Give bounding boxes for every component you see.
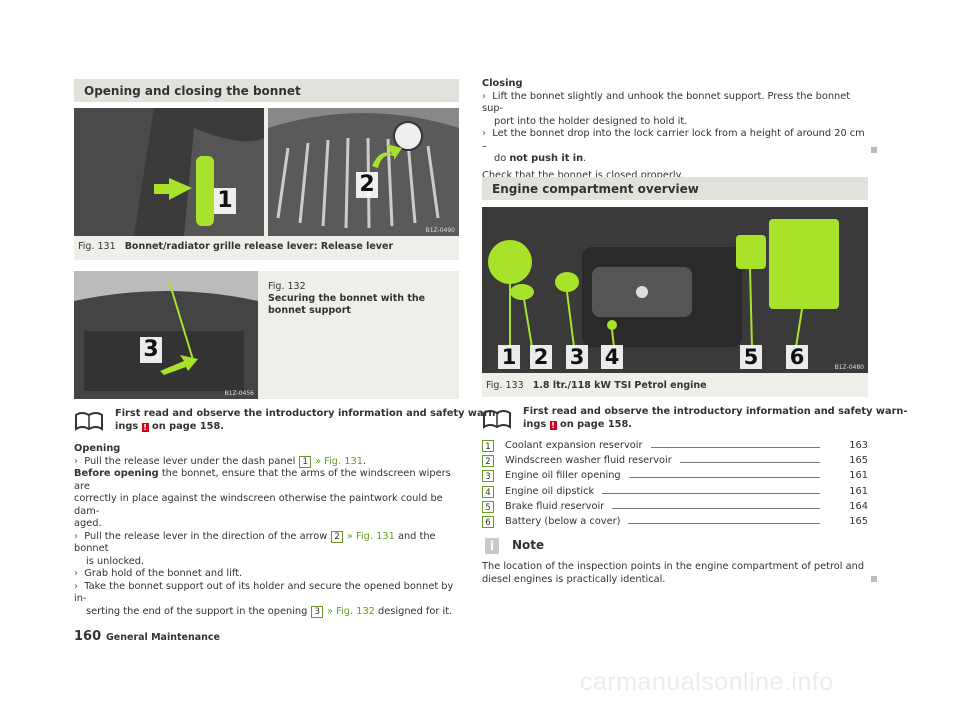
- opening-heading: Opening: [74, 443, 121, 454]
- list-item-number: 1: [482, 440, 494, 452]
- leader-line: [629, 477, 820, 479]
- list-item-label: Engine oil filler opening: [505, 470, 621, 482]
- watermark: carmanualsonline.info: [580, 668, 834, 696]
- figure-code: B1Z-0490: [425, 227, 455, 234]
- opening-step-2: › Pull the release lever in the directio…: [74, 530, 436, 554]
- list-item-label: Engine oil dipstick: [505, 485, 595, 497]
- opening-step-3: › Grab hold of the bonnet and lift.: [74, 568, 243, 579]
- list-item-label: Brake fluid reservoir: [505, 500, 605, 512]
- callout-engine-2: 2: [530, 345, 552, 369]
- leader-line: [680, 462, 820, 464]
- figure-code: B1Z-0480: [834, 364, 864, 371]
- list-item: 1 Coolant expansion reservoir 163: [482, 440, 868, 454]
- list-item-number: 3: [482, 470, 494, 483]
- list-item-label: Windscreen washer fluid reservoir: [505, 455, 672, 467]
- section-title-bonnet: Opening and closing the bonnet: [74, 79, 459, 102]
- list-item-page[interactable]: 161: [849, 485, 868, 497]
- book-icon: [483, 410, 511, 429]
- callout-3: 3: [140, 337, 162, 363]
- figure-code: B1Z-0456: [224, 390, 254, 397]
- opening-section: Opening › Pull the release lever under t…: [74, 443, 464, 618]
- opening-step-1: › Pull the release lever under the dash …: [74, 455, 367, 468]
- list-item-number: 5: [482, 500, 494, 513]
- list-item-page[interactable]: 161: [849, 470, 868, 482]
- page-number: 160: [74, 629, 102, 644]
- list-item-label: Coolant expansion reservoir: [505, 440, 643, 451]
- warning-icon: !: [549, 420, 557, 430]
- list-item-page[interactable]: 163: [849, 440, 868, 451]
- photo-radiator-grille: 2 B1Z-0490: [268, 108, 459, 236]
- callout-2: 2: [356, 172, 378, 198]
- engine-bay-illustration: [74, 271, 258, 399]
- list-item-number: 4: [482, 485, 494, 498]
- list-item: 4 Engine oil dipstick 161: [482, 485, 868, 500]
- figure-133-caption: Fig. 133 1.8 ltr./118 kW TSI Petrol engi…: [486, 380, 707, 391]
- photo-bonnet-support: 3 B1Z-0456: [74, 271, 258, 399]
- fig-132-link[interactable]: » Fig. 132: [327, 605, 375, 617]
- section-title-engine: Engine compartment overview: [482, 177, 868, 200]
- list-item-page[interactable]: 164: [849, 500, 868, 512]
- list-item-page[interactable]: 165: [849, 455, 868, 467]
- list-item-page[interactable]: 165: [849, 516, 868, 527]
- fig-131-link[interactable]: » Fig. 131: [315, 455, 363, 467]
- before-opening-text: Before opening the bonnet, ensure that t…: [74, 468, 451, 492]
- end-marker: [871, 576, 877, 582]
- fig-131-link-2[interactable]: » Fig. 131: [346, 530, 395, 542]
- list-item: 6 Battery (below a cover) 165: [482, 516, 868, 530]
- leader-line: [602, 492, 820, 494]
- leader-line: [612, 507, 820, 509]
- leader-line: [651, 447, 820, 448]
- note-text: The location of the inspection points in…: [482, 561, 865, 585]
- list-item: 3 Engine oil filler opening 161: [482, 470, 868, 484]
- callout-engine-5: 5: [740, 345, 762, 369]
- info-icon: i: [485, 538, 499, 554]
- note-heading: Note: [512, 538, 545, 552]
- figure-131: 1 2 B1Z-0490 Fig. 131 Bonnet/radiator gr…: [74, 108, 459, 260]
- figure-132: 3 B1Z-0456 Fig. 132 Securing the bonnet …: [74, 271, 459, 399]
- leader-line: [628, 523, 820, 524]
- figure-133: 1 2 3 4 5 6 B1Z-0480 Fig. 133 1.8 ltr./1…: [482, 207, 868, 397]
- callout-engine-4: 4: [601, 345, 623, 369]
- figure-132-caption: Fig. 132 Securing the bonnet with the bo…: [268, 281, 426, 316]
- callout-engine-1: 1: [498, 345, 520, 369]
- footer-section: General Maintenance: [106, 632, 220, 643]
- intro-text-left: First read and observe the introductory …: [115, 408, 500, 432]
- warning-icon: !: [141, 422, 149, 432]
- list-item: 2 Windscreen washer fluid reservoir 165: [482, 455, 868, 469]
- book-icon: [75, 412, 103, 431]
- callout-engine-3: 3: [566, 345, 588, 369]
- list-item: 5 Brake fluid reservoir 164: [482, 500, 868, 515]
- callout-engine-6: 6: [786, 345, 808, 369]
- photo-release-lever: 1: [74, 108, 264, 236]
- interior-dash-illustration: [74, 108, 264, 236]
- photo-engine: 1 2 3 4 5 6 B1Z-0480: [482, 207, 868, 373]
- end-marker: [871, 147, 877, 153]
- closing-section: Closing › Lift the bonnet slightly and u…: [482, 78, 865, 181]
- list-item-number: 2: [482, 455, 494, 468]
- figure-131-caption: Fig. 131 Bonnet/radiator grille release …: [78, 241, 394, 252]
- list-item-number: 6: [482, 516, 494, 528]
- list-item-label: Battery (below a cover): [505, 516, 621, 527]
- callout-1: 1: [214, 188, 236, 214]
- opening-step-4: › Take the bonnet support out of its hol…: [74, 580, 454, 605]
- intro-text-right: First read and observe the introductory …: [523, 406, 908, 430]
